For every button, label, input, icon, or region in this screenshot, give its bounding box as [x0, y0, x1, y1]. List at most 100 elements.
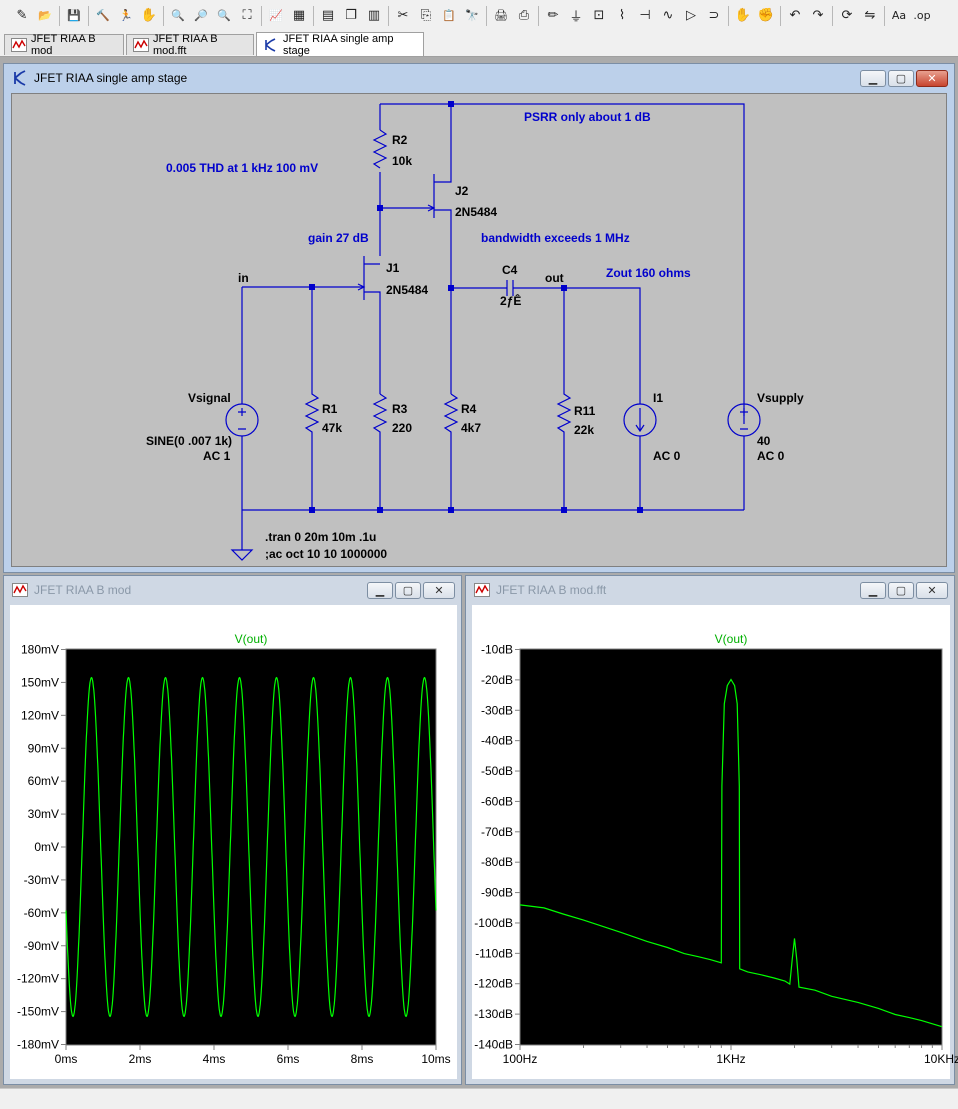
trace-label[interactable]: V(out): [715, 632, 748, 646]
mirror-button[interactable]: ⇋: [860, 5, 880, 25]
schematic-canvas[interactable]: R2 10k J2 2N5484 J1 2N5484 C4 2ƒÊ R1 47k…: [11, 93, 947, 567]
value-vsignal-sine: SINE(0 .007 1k): [146, 434, 232, 448]
pan-icon: 🔎: [194, 8, 208, 22]
y-tick-label: -60mV: [24, 906, 59, 920]
zoom-fit-icon: ⛶: [242, 7, 252, 23]
inductor-button[interactable]: ∿: [658, 5, 678, 25]
print-button[interactable]: ⎙: [514, 5, 534, 25]
close-button[interactable]: ✕: [423, 582, 455, 599]
zoom-out-button[interactable]: 🔍: [214, 5, 234, 25]
tab-jfet-riaa-b-mod[interactable]: JFET RIAA B mod: [4, 33, 124, 57]
label-c4: C4: [502, 263, 518, 277]
waveform-icon: [12, 583, 28, 597]
tile-horizontal-icon: ▤: [321, 7, 335, 23]
print-preview-button[interactable]: 🖨: [491, 5, 511, 25]
draw-wire-button[interactable]: ✏: [543, 5, 563, 25]
minimize-icon: ▁: [375, 585, 385, 597]
tab-label: JFET RIAA B mod: [31, 33, 96, 57]
close-icon: ✕: [927, 73, 937, 85]
minimize-icon: ▁: [868, 585, 878, 597]
status-bar: [0, 1088, 958, 1109]
toolbar-separator: [261, 6, 262, 26]
tab-jfet-riaa-b-mod-fft[interactable]: JFET RIAA B mod.fft: [126, 33, 254, 57]
y-tick-label: -120mV: [17, 972, 59, 986]
diode-button[interactable]: ▷: [681, 5, 701, 25]
control-panel-button[interactable]: 🔨: [93, 5, 113, 25]
zoom-fit-button[interactable]: ⛶: [237, 5, 257, 25]
i1-wire: [635, 408, 645, 510]
minimize-button[interactable]: ▁: [860, 70, 886, 87]
trace-v-out[interactable]: [65, 676, 437, 1018]
resistor-button[interactable]: ⌇: [612, 5, 632, 25]
fft-titlebar[interactable]: JFET RIAA B mod.fft ▁ ▢ ✕: [466, 576, 954, 604]
run-button[interactable]: 🏃: [116, 5, 136, 25]
y-tick-label: -140dB: [474, 1038, 513, 1052]
move-button[interactable]: ✋: [733, 5, 753, 25]
window-title: JFET RIAA single amp stage: [34, 71, 188, 85]
find-button[interactable]: 🔭: [462, 5, 482, 25]
halt-button[interactable]: ✋: [139, 5, 159, 25]
paste-button[interactable]: 📋: [439, 5, 459, 25]
delete-trace-button[interactable]: ▦: [289, 5, 309, 25]
maximize-icon: ▢: [895, 73, 907, 85]
maximize-button[interactable]: ▢: [395, 582, 421, 599]
capacitor-button[interactable]: ⊣: [635, 5, 655, 25]
component-icon: ⊃: [708, 7, 720, 23]
resistor-r4: [443, 393, 459, 510]
spice-directive-ac: ;ac oct 10 10 1000000: [265, 547, 387, 561]
label-r3: R3: [392, 402, 408, 416]
toolbar-separator: [538, 6, 539, 26]
save-button[interactable]: 💾: [64, 5, 84, 25]
undo-button[interactable]: ↶: [785, 5, 805, 25]
zoom-in-button[interactable]: 🔍: [168, 5, 188, 25]
y-tick-label: -50dB: [481, 764, 513, 778]
close-button[interactable]: ✕: [916, 70, 948, 87]
label-j1: J1: [386, 261, 400, 275]
autorange-button[interactable]: 📈: [266, 5, 286, 25]
pan-button[interactable]: 🔎: [191, 5, 211, 25]
component-button[interactable]: ⊃: [704, 5, 724, 25]
schematic-titlebar[interactable]: JFET RIAA single amp stage ▁ ▢ ✕: [4, 64, 954, 92]
comment-psrr: PSRR only about 1 dB: [524, 110, 651, 124]
minimize-button[interactable]: ▁: [860, 582, 886, 599]
spice-directive-button[interactable]: .op: [912, 5, 932, 25]
tile-horizontal-button[interactable]: ▤: [318, 5, 338, 25]
minimize-button[interactable]: ▁: [367, 582, 393, 599]
supply-wire: [380, 103, 745, 424]
schematic-icon: [265, 37, 276, 52]
redo-button[interactable]: ↷: [808, 5, 828, 25]
copy-button[interactable]: ⎘: [416, 5, 436, 25]
redo-icon: ↷: [812, 7, 824, 23]
y-tick-label: -180mV: [17, 1038, 59, 1052]
ground-button[interactable]: ⏚: [566, 5, 586, 25]
x-tick-label: 6ms: [277, 1052, 300, 1066]
drag-button[interactable]: ✊: [756, 5, 776, 25]
spice-directive-tran: .tran 0 20m 10m .1u: [265, 530, 376, 544]
label-r1: R1: [322, 402, 338, 416]
maximize-button[interactable]: ▢: [888, 70, 914, 87]
find-icon: 🔭: [465, 8, 479, 22]
time-titlebar[interactable]: JFET RIAA B mod ▁ ▢ ✕: [4, 576, 461, 604]
open-button[interactable]: 📂: [35, 5, 55, 25]
trace-label[interactable]: V(out): [235, 632, 268, 646]
toolbar-separator: [88, 6, 89, 26]
y-tick-label: 60mV: [28, 774, 59, 788]
cascade-button[interactable]: ❐: [341, 5, 361, 25]
y-tick-label: 150mV: [21, 675, 59, 689]
vsignal-polarity: [238, 408, 246, 430]
trace-v-out[interactable]: [519, 678, 943, 1028]
fft-plot-area[interactable]: V(out)-10dB-20dB-30dB-40dB-50dB-60dB-70d…: [472, 605, 958, 1079]
rotate-button[interactable]: ⟳: [837, 5, 857, 25]
schematic-drawing: R2 10k J2 2N5484 J1 2N5484 C4 2ƒÊ R1 47k…: [146, 101, 804, 561]
close-button[interactable]: ✕: [916, 582, 948, 599]
x-tick-label: 4ms: [203, 1052, 226, 1066]
ground-icon: ⏚: [569, 9, 583, 25]
text-button[interactable]: Aa: [889, 5, 909, 25]
tab-jfet-riaa-single-amp-stage[interactable]: JFET RIAA single amp stage: [256, 32, 424, 57]
cut-button[interactable]: ✂: [393, 5, 413, 25]
tile-vertical-button[interactable]: ▥: [364, 5, 384, 25]
label-net-button[interactable]: ⊡: [589, 5, 609, 25]
maximize-button[interactable]: ▢: [888, 582, 914, 599]
new-schematic-button[interactable]: ✎: [12, 5, 32, 25]
